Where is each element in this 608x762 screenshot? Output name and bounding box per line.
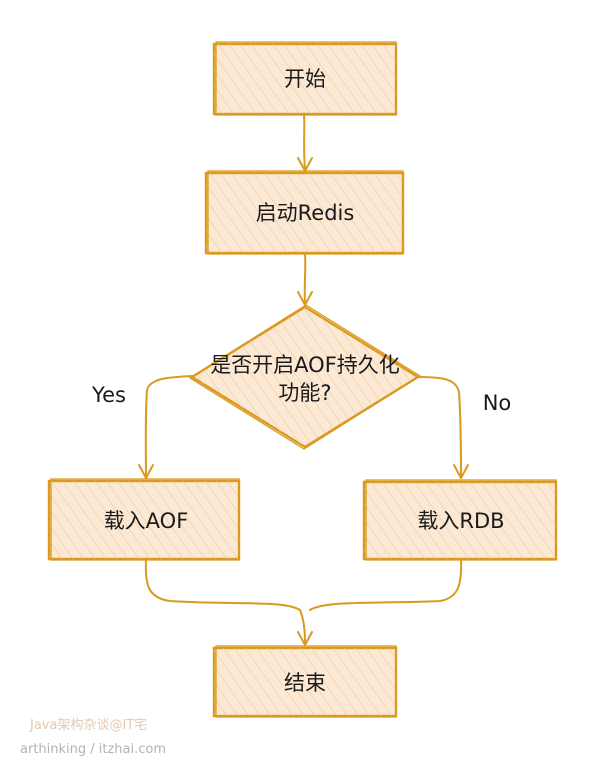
edge-rdb-to-end: [309, 559, 463, 611]
edge-decision-to-rdb: [416, 376, 462, 479]
load-aof-label: 载入AOF: [104, 509, 189, 533]
node-launch-redis: 启动Redis: [204, 170, 405, 255]
watermark-line1: Java架构杂谈@IT宅: [29, 718, 147, 733]
edge-aof-to-end: [144, 559, 306, 646]
node-load-aof: 载入AOF: [47, 478, 241, 561]
edge-label-no: No: [483, 391, 512, 415]
edge-decision-to-aof: [144, 375, 194, 479]
node-end: 结束: [212, 645, 398, 718]
arrowhead-aof: [138, 464, 154, 479]
edges: [138, 113, 469, 646]
load-rdb-label: 载入RDB: [417, 509, 504, 533]
arrowhead-rdb: [453, 464, 469, 479]
arrowhead-end: [297, 631, 313, 646]
decision-label-line1: 是否开启AOF持久化: [210, 353, 400, 377]
node-load-rdb: 载入RDB: [362, 479, 558, 561]
end-label: 结束: [284, 671, 326, 695]
decision-label-line2: 功能?: [278, 381, 331, 405]
edge-start-to-launch: [303, 113, 306, 171]
node-decision: 是否开启AOF持久化 功能?: [188, 304, 422, 450]
start-label: 开始: [284, 67, 326, 91]
launch-redis-label: 启动Redis: [256, 201, 355, 225]
edge-launch-to-decision: [303, 253, 307, 306]
watermark-line2: arthinking / itzhai.com: [20, 742, 166, 757]
edge-label-yes: Yes: [91, 383, 126, 407]
node-start: 开始: [212, 41, 398, 116]
